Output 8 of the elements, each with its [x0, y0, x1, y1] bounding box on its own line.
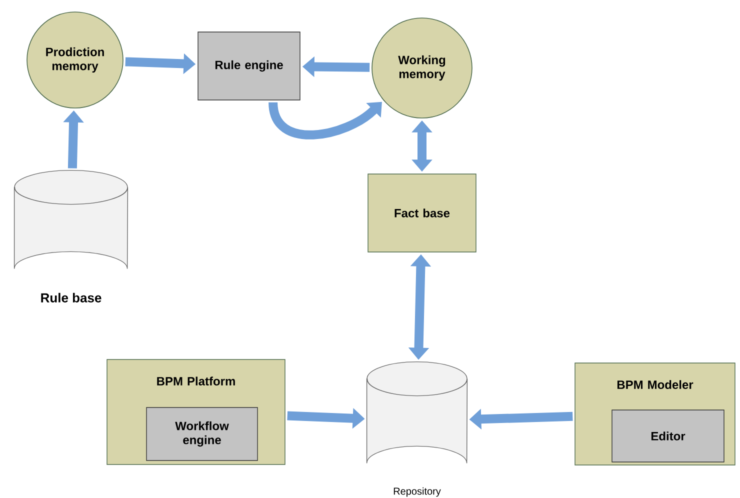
process-box: Rule engine — [198, 32, 300, 100]
database-cylinder — [366, 361, 468, 464]
process-box: Workflow engine — [146, 407, 258, 461]
node-caption: Rule base — [41, 292, 102, 302]
node-caption: Repository — [394, 487, 441, 497]
database-cylinder — [14, 170, 128, 270]
process-box: Fact base — [368, 174, 476, 252]
process-box: Editor — [612, 410, 724, 462]
